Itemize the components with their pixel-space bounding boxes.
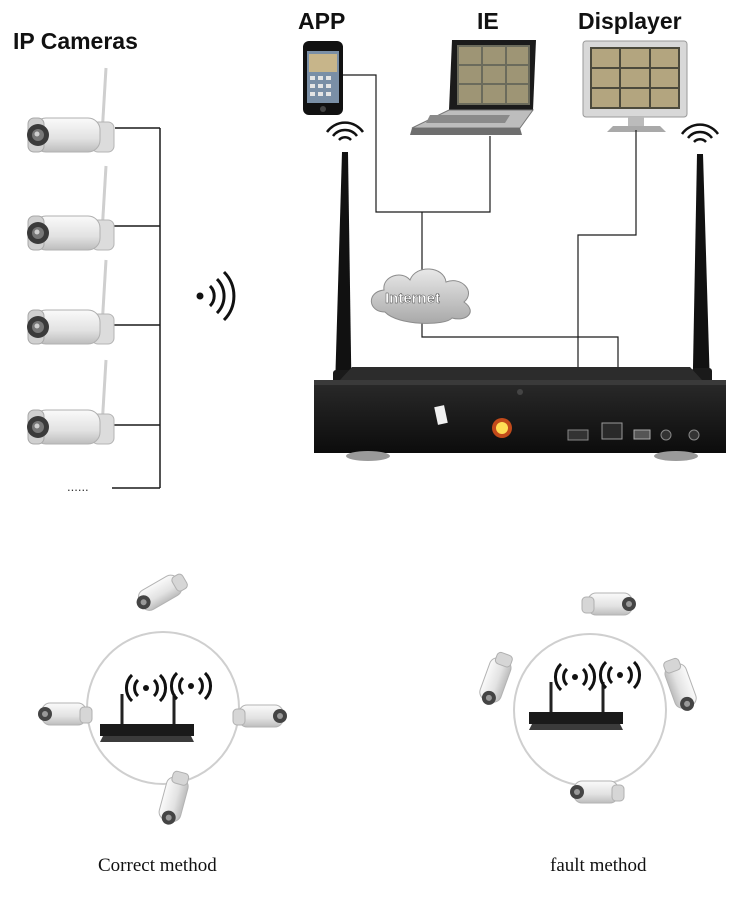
wifi-signal-icon [682,125,718,142]
laptop-icon [410,40,536,135]
camera-icon [38,703,92,725]
internet-label: Internet [385,290,440,307]
camera-icon [27,260,114,344]
more-cameras-ellipsis: ...... [67,479,89,494]
camera-icon [27,68,114,152]
wifi-signal-icon [171,673,210,699]
camera-icon [27,166,114,250]
camera-icon [570,781,624,803]
wifi-signal-icon [197,272,234,320]
camera-icon [132,569,190,615]
nvr-icon [314,367,726,461]
phone-icon [303,41,343,115]
camera-icon [582,593,636,615]
camera-bus-lines [112,128,160,488]
wifi-signal-icon [327,123,363,140]
camera-icon [27,360,114,444]
camera-icon [156,769,191,827]
camera-icon [476,650,515,708]
wifi-signal-icon [126,675,165,701]
camera-icon [233,705,287,727]
wifi-signal-icon [600,662,639,688]
monitor-icon [583,41,687,132]
fault-method-diagram [476,593,700,803]
correct-method-diagram [38,569,287,827]
wifi-signal-icon [555,664,594,690]
